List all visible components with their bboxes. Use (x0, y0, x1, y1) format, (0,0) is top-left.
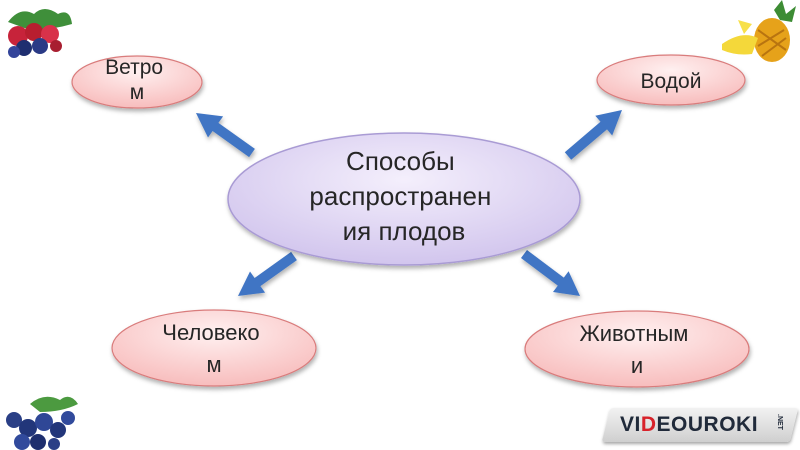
logo-suffix: .NET (776, 414, 783, 430)
arrow-to-water (564, 110, 622, 160)
logo-rest: EOUROKI (656, 413, 759, 436)
svg-text:Животным и: Животным и (579, 321, 694, 378)
node-wind-line-2: м (130, 81, 144, 104)
svg-text:Способы распространен: Способы распространен ия плодов (309, 146, 498, 246)
node-animals-line-2: и (631, 353, 643, 378)
logo-accent: D (640, 413, 657, 436)
logo-text: VIDEOUROKI (620, 413, 758, 437)
arrow-to-human (238, 251, 297, 296)
node-human-line-1: Человеко (162, 320, 259, 345)
node-human: Человеко м (111, 309, 317, 387)
node-water: Водой (596, 54, 746, 106)
berries-icon (8, 9, 72, 58)
arrow-to-wind (196, 113, 255, 158)
node-animals-line-1: Животным (579, 321, 688, 346)
blueberries-icon (6, 396, 78, 450)
node-wind-line-1: Ветро (105, 56, 163, 79)
center-node: Способы распространен ия плодов (227, 132, 581, 266)
node-wind: Ветро м (71, 55, 203, 109)
svg-text:Ветро м: Ветро м (105, 56, 169, 104)
node-animals: Животным и (524, 310, 750, 388)
node-water-line-1: Водой (641, 70, 702, 93)
center-line-1: Способы (346, 146, 455, 176)
arrow-to-animals (521, 250, 580, 296)
pineapple-icon (722, 0, 796, 62)
svg-text:Человеко м: Человеко м (162, 320, 265, 377)
videouroki-logo: VIDEOUROKI .NET (601, 408, 799, 442)
arrows (196, 110, 622, 296)
logo-prefix: VI (620, 413, 641, 436)
center-line-2: распространен (309, 181, 491, 211)
center-line-3: ия плодов (343, 216, 466, 246)
node-human-line-2: м (206, 352, 221, 377)
svg-text:Водой: Водой (641, 70, 702, 93)
